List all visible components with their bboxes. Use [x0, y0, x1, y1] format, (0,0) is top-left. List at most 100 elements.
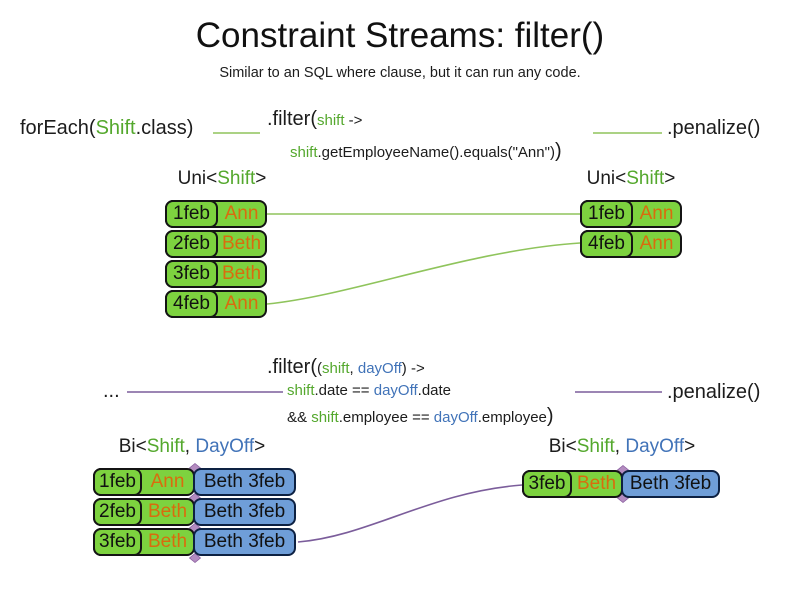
- uni-left-row: 4feb Ann: [165, 290, 267, 318]
- shift-fact: 1feb Ann: [93, 468, 195, 496]
- filter2-param1: shift: [322, 360, 350, 377]
- shift-date: 3feb: [522, 470, 572, 498]
- shift-employee: Ann: [224, 293, 259, 314]
- filter2-var4: dayOff: [433, 409, 478, 426]
- uni-right-row: 4feb Ann: [580, 230, 682, 258]
- filter2-arrow: ) ->: [401, 360, 425, 377]
- shift-date: 2feb: [93, 498, 142, 526]
- shift-employee: Beth: [221, 233, 262, 254]
- join-diamond-icon: [188, 552, 202, 564]
- shift-class-token: Shift: [95, 117, 136, 139]
- shift-date: 1feb: [93, 468, 142, 496]
- bi-left-row: 1feb Ann Beth 3feb: [93, 468, 296, 496]
- bi-left-type-label: Bi<Shift, DayOff>: [119, 436, 265, 458]
- filter1-body: shift.getEmployeeName().equals("Ann")): [290, 140, 562, 163]
- type-pre: Bi<: [548, 436, 577, 457]
- bi-right-type-label: Bi<Shift, DayOff>: [549, 436, 695, 458]
- filter2-body-line1: shift.date == dayOff.date: [287, 382, 451, 399]
- page-title: Constraint Streams: filter(): [195, 16, 605, 55]
- uni-left-row: 1feb Ann: [165, 200, 267, 228]
- shift-employee: Beth: [147, 501, 188, 522]
- type-shift: Shift: [626, 168, 665, 189]
- filter2-var1: shift: [287, 382, 315, 399]
- shift-date: 3feb: [93, 528, 142, 556]
- wire-3feb-pair-match: [297, 484, 523, 543]
- shift-employee: Ann: [224, 203, 259, 224]
- type-post: >: [255, 168, 267, 189]
- filter1-body-rest: .getEmployeeName().equals("Ann"): [317, 144, 555, 161]
- type-shift: Shift: [217, 168, 256, 189]
- page-subtitle: Similar to an SQL where clause, but it c…: [219, 65, 581, 81]
- filter2-open: .filter(: [267, 356, 317, 378]
- filter1-open: .filter(: [267, 108, 317, 130]
- shift-date: 4feb: [165, 290, 218, 318]
- shift-employee: Ann: [639, 233, 674, 254]
- penalize2-expression: .penalize(): [667, 381, 761, 403]
- stream-continuation-dots: ...: [103, 380, 120, 402]
- foreach-fn: forEach(: [20, 117, 96, 139]
- shift-employee: Ann: [150, 471, 185, 492]
- dayoff-fact: Beth 3feb: [621, 470, 720, 498]
- type-pre: Bi<: [118, 436, 147, 457]
- filter2-header: .filter((shift, dayOff) ->: [267, 356, 425, 379]
- filter2-param2: dayOff: [357, 360, 402, 377]
- filter1-arrow: ->: [344, 112, 363, 129]
- filter1-body-var: shift: [290, 144, 318, 161]
- filter2-var3: shift: [311, 409, 339, 426]
- filter2-close-paren: ): [546, 405, 554, 427]
- shift-date: 1feb: [580, 200, 633, 228]
- foreach-expression: forEach(Shift.class): [20, 117, 193, 140]
- filter1-header: .filter(shift ->: [267, 108, 362, 131]
- shift-fact: 4feb Ann: [580, 230, 682, 258]
- filter2-paren: (: [317, 360, 322, 377]
- shift-date: 4feb: [580, 230, 633, 258]
- type-pre: Uni<: [177, 168, 218, 189]
- dayoff-fact: Beth 3feb: [193, 498, 296, 526]
- uni-left-type-label: Uni<Shift>: [178, 168, 267, 190]
- filter2-op2: .employee ==: [338, 409, 434, 426]
- dayoff-fact: Beth 3feb: [193, 468, 296, 496]
- shift-employee: Beth: [576, 473, 617, 494]
- shift-fact: 1feb Ann: [165, 200, 267, 228]
- type-shift: Shift: [576, 436, 615, 457]
- wire-4feb-match: [266, 242, 581, 305]
- type-post: >: [254, 436, 266, 457]
- uni-right-row: 1feb Ann: [580, 200, 682, 228]
- type-post: >: [684, 436, 696, 457]
- filter2-body-line2: && shift.employee == dayOff.employee): [287, 405, 554, 428]
- filter1-close-paren: ): [554, 140, 562, 162]
- type-pre: Uni<: [586, 168, 627, 189]
- shift-fact: 1feb Ann: [580, 200, 682, 228]
- shift-date: 1feb: [165, 200, 218, 228]
- shift-date: 2feb: [165, 230, 218, 258]
- type-dayoff: DayOff: [195, 436, 255, 457]
- filter2-var2: dayOff: [373, 382, 418, 399]
- type-comma: ,: [184, 436, 196, 457]
- filter1-param: shift: [317, 112, 345, 129]
- uni-right-type-label: Uni<Shift>: [587, 168, 676, 190]
- foreach-rest: .class): [135, 117, 194, 139]
- filter2-rest1: .date: [417, 382, 452, 399]
- shift-date: 3feb: [165, 260, 218, 288]
- filter2-and: &&: [287, 409, 312, 426]
- shift-employee: Beth: [147, 531, 188, 552]
- shift-employee: Beth: [221, 263, 262, 284]
- type-post: >: [664, 168, 676, 189]
- dayoff-fact: Beth 3feb: [193, 528, 296, 556]
- type-dayoff: DayOff: [625, 436, 685, 457]
- filter2-comma: ,: [349, 360, 358, 377]
- filter2-rest2: .employee: [477, 409, 547, 426]
- shift-employee: Ann: [639, 203, 674, 224]
- type-comma: ,: [614, 436, 626, 457]
